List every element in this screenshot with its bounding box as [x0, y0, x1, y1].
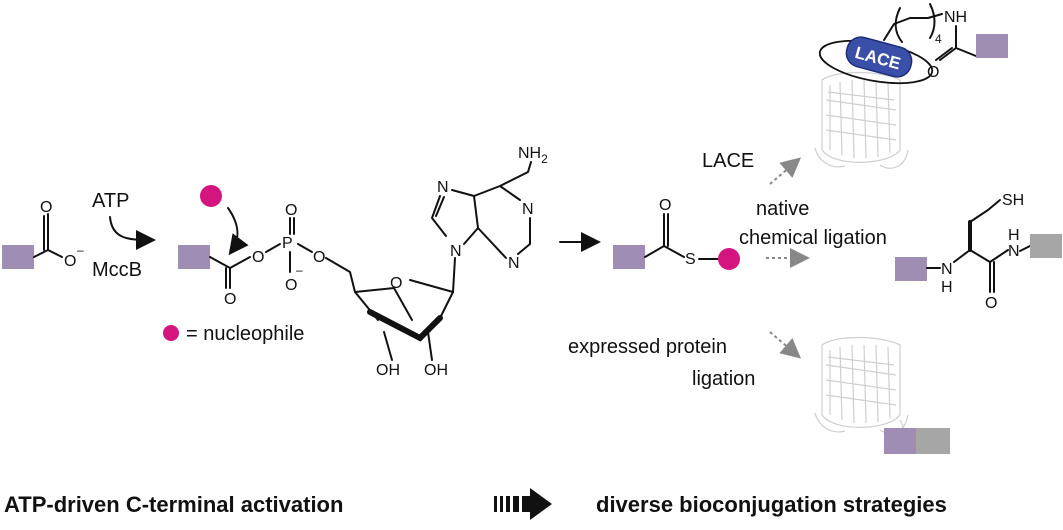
epl-product — [814, 336, 950, 454]
atom-o-ring: O — [390, 275, 402, 292]
lace-nh: NH — [944, 9, 967, 26]
peptide-block — [2, 245, 34, 269]
atom-oh-left: OH — [376, 362, 400, 379]
thioester: O S — [613, 197, 740, 270]
atom-nh2: NH2 — [518, 145, 548, 166]
reagent-mccb: MccB — [92, 259, 142, 281]
carboxyl-o-minus: O — [64, 253, 76, 270]
ncl-product: N H SH O H N — [895, 192, 1062, 312]
atom-o-bridge2: O — [313, 249, 325, 266]
lace-dashed-arrow — [769, 157, 802, 185]
epl-dashed-arrow — [769, 331, 802, 359]
grey-block — [916, 428, 950, 454]
acyl-adenylate: O O P O O – O O OH OH N N NH2 N N — [178, 145, 548, 379]
atom-o-carbonyl: O — [224, 291, 236, 308]
nucleophile-legend: = nucleophile — [163, 323, 304, 345]
carboxyl-bond — [33, 213, 49, 258]
protein-structure-top — [814, 71, 909, 169]
attack-arrow — [227, 207, 249, 256]
protein-structure-bottom — [814, 336, 909, 434]
atom-oh-right: OH — [424, 362, 448, 379]
ncl-n2: N — [1008, 243, 1020, 260]
peptide-block — [895, 257, 927, 281]
ncl-h2: H — [1008, 227, 1020, 244]
ncl-label-line2: chemical ligation — [739, 227, 887, 249]
atom-o-p-top: O — [285, 202, 297, 219]
atom-n7: N — [437, 179, 449, 196]
ncl-o: O — [985, 295, 997, 312]
charge-minus: – — [77, 243, 84, 257]
lace-product: LACE 4 NH O — [814, 3, 1008, 169]
bold-arrow-icon — [494, 488, 552, 520]
lace-repeat: 4 — [935, 32, 942, 46]
atom-o-p-bottom: O — [285, 277, 297, 294]
nucleophile-dot — [200, 185, 222, 207]
thioester-s: S — [685, 251, 696, 268]
peptide-block — [976, 34, 1008, 58]
lace-label: LACE — [702, 150, 754, 172]
peptide-block — [884, 428, 916, 454]
ncl-n: N — [941, 261, 953, 278]
peptide-block — [613, 245, 645, 269]
epl-label-line1: expressed protein — [568, 336, 727, 358]
nucleophile-dot — [718, 248, 740, 270]
legend-text: = nucleophile — [186, 323, 304, 345]
epl-label-line2: ligation — [692, 368, 755, 390]
atom-o-p-minus: – — [296, 263, 303, 277]
reagent-atp: ATP — [92, 190, 129, 212]
peptide-block — [178, 245, 210, 269]
ncl-h: H — [941, 279, 953, 296]
thioester-o: O — [659, 197, 671, 214]
atom-p: P — [282, 235, 293, 252]
activation-step: ATP MccB — [92, 190, 156, 281]
caption-left: ATP-driven C-terminal activation — [4, 492, 343, 517]
atom-n3: N — [508, 255, 520, 272]
lace-o: O — [927, 64, 939, 81]
ncl-sh: SH — [1002, 192, 1024, 209]
activation-arrow — [109, 216, 156, 250]
atom-n9: N — [450, 243, 462, 260]
ncl-label-line1: native — [756, 198, 809, 220]
carboxyl-o-top: O — [40, 199, 52, 216]
atom-o-bridge1: O — [252, 249, 264, 266]
caption-right: diverse bioconjugation strategies — [596, 492, 947, 517]
grey-block — [1030, 234, 1062, 258]
atom-n1: N — [522, 201, 534, 218]
carboxylate-substrate: O O – — [2, 199, 84, 270]
legend-dot — [163, 325, 179, 341]
